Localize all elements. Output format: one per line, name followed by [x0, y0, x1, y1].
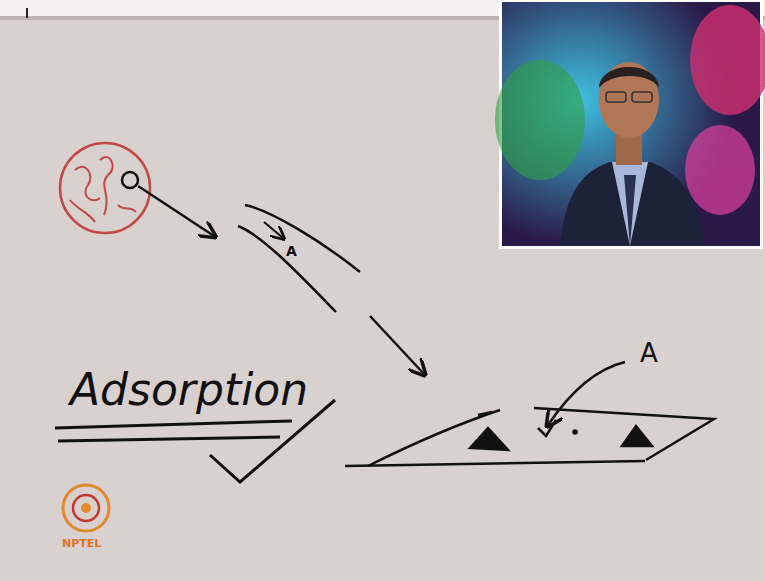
species-label: A: [640, 340, 658, 366]
video-inset: [495, 0, 765, 249]
particle-sketch: [60, 143, 150, 233]
species-label: A: [286, 244, 297, 258]
flow-arrow: [370, 316, 424, 374]
logo-text: NPTEL: [62, 538, 101, 549]
nptel-logo: [63, 485, 109, 531]
pen-mark: [26, 8, 28, 18]
underline: [55, 400, 335, 482]
pore-arrow: [264, 222, 283, 238]
pore-wall: [245, 205, 360, 272]
pore-wall: [238, 226, 336, 312]
adsorbent-surface: [345, 362, 714, 466]
flow-arrow: [138, 186, 214, 236]
heading-word: Adsorption: [70, 368, 308, 412]
